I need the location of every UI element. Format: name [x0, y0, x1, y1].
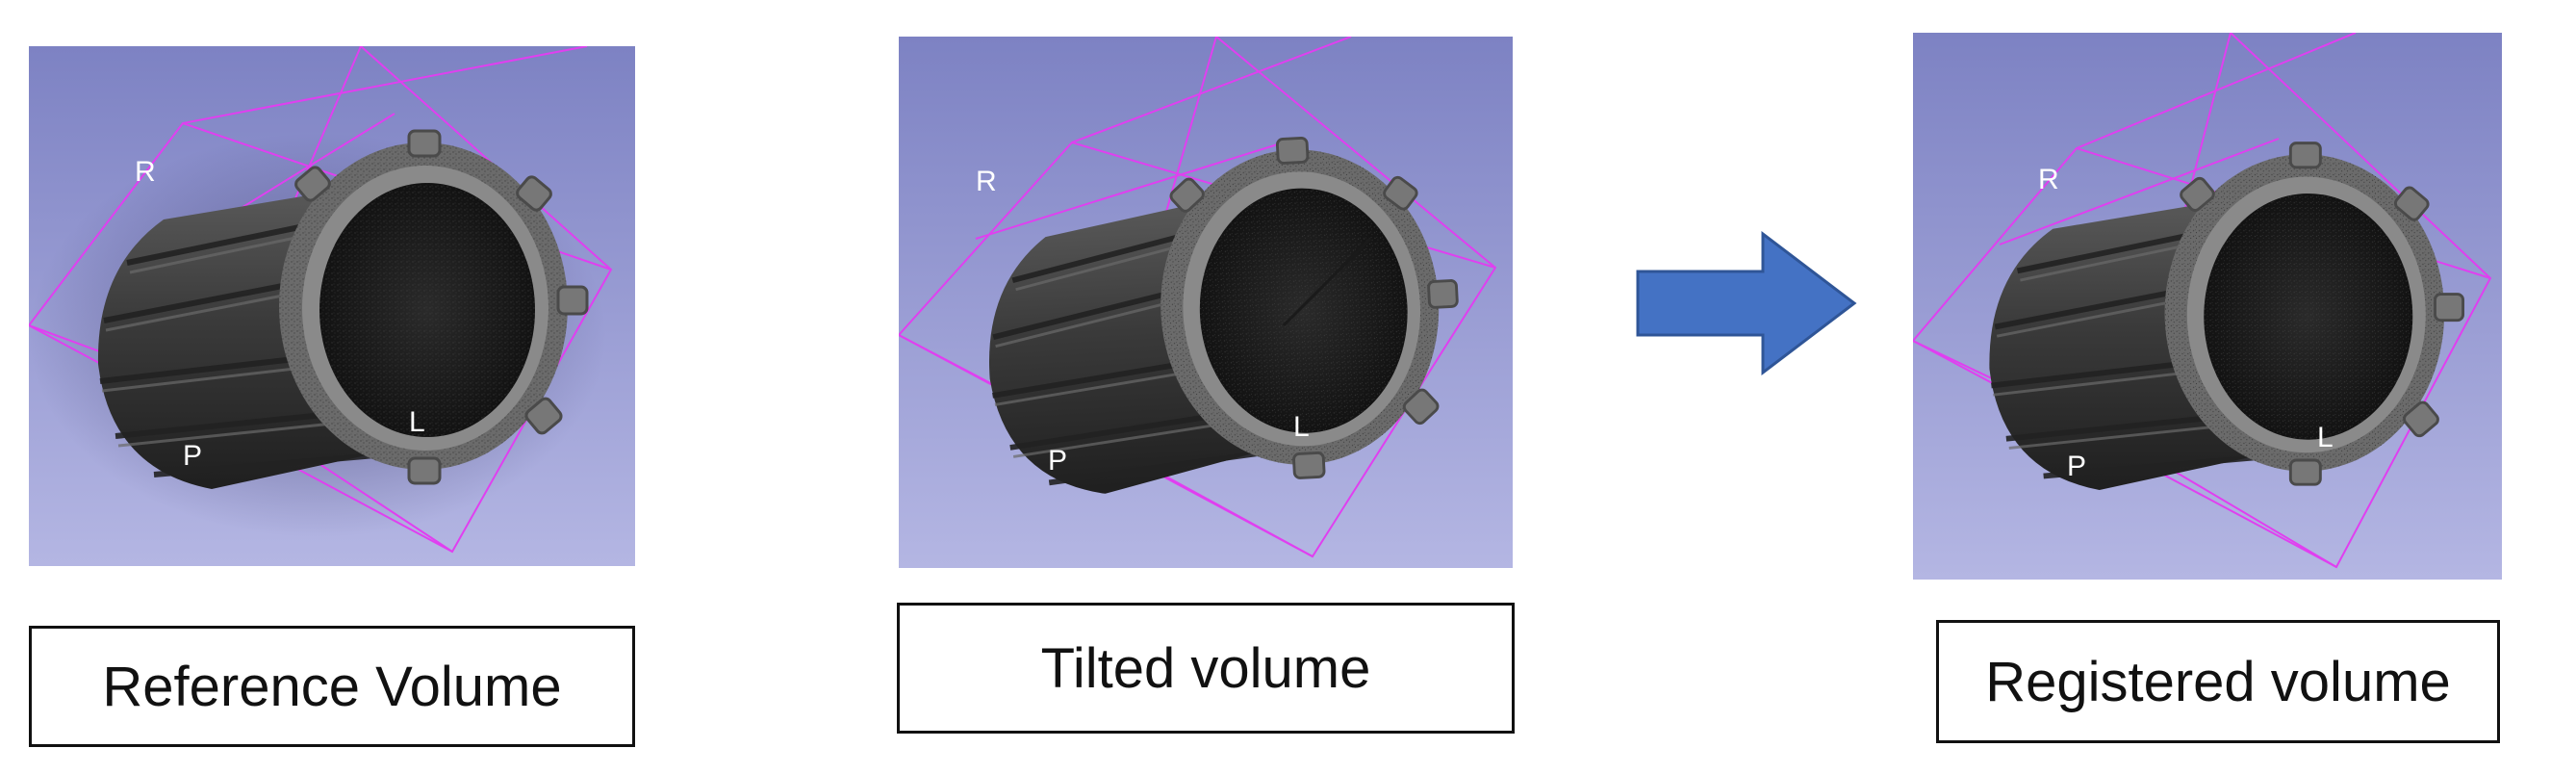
reference-volume-caption: Reference Volume	[29, 626, 635, 747]
reference-volume-panel: R P L	[29, 46, 635, 566]
orientation-label-l: L	[2317, 422, 2334, 453]
orientation-label-p: P	[183, 440, 202, 472]
tilted-volume-caption: Tilted volume	[897, 603, 1515, 734]
orientation-label-l: L	[409, 406, 425, 438]
registered-volume-caption-text: Registered volume	[1985, 650, 2451, 713]
right-arrow-icon	[1636, 231, 1857, 375]
reference-volume-render: R P L	[29, 46, 635, 566]
registered-volume-render: R P L	[1913, 33, 2502, 580]
tilted-volume-caption-text: Tilted volume	[1040, 636, 1371, 700]
orientation-label-r: R	[2038, 164, 2059, 195]
orientation-label-r: R	[135, 156, 156, 188]
orientation-label-r: R	[976, 166, 997, 197]
registered-volume-panel: R P L	[1913, 33, 2502, 580]
registered-volume-caption: Registered volume	[1936, 620, 2500, 743]
tilted-volume-panel: R P L	[899, 37, 1513, 568]
orientation-label-p: P	[1048, 445, 1067, 477]
orientation-label-p: P	[2067, 451, 2086, 482]
tilted-volume-render: R P L	[899, 37, 1513, 568]
orientation-label-l: L	[1293, 411, 1310, 443]
reference-volume-caption-text: Reference Volume	[102, 655, 562, 718]
